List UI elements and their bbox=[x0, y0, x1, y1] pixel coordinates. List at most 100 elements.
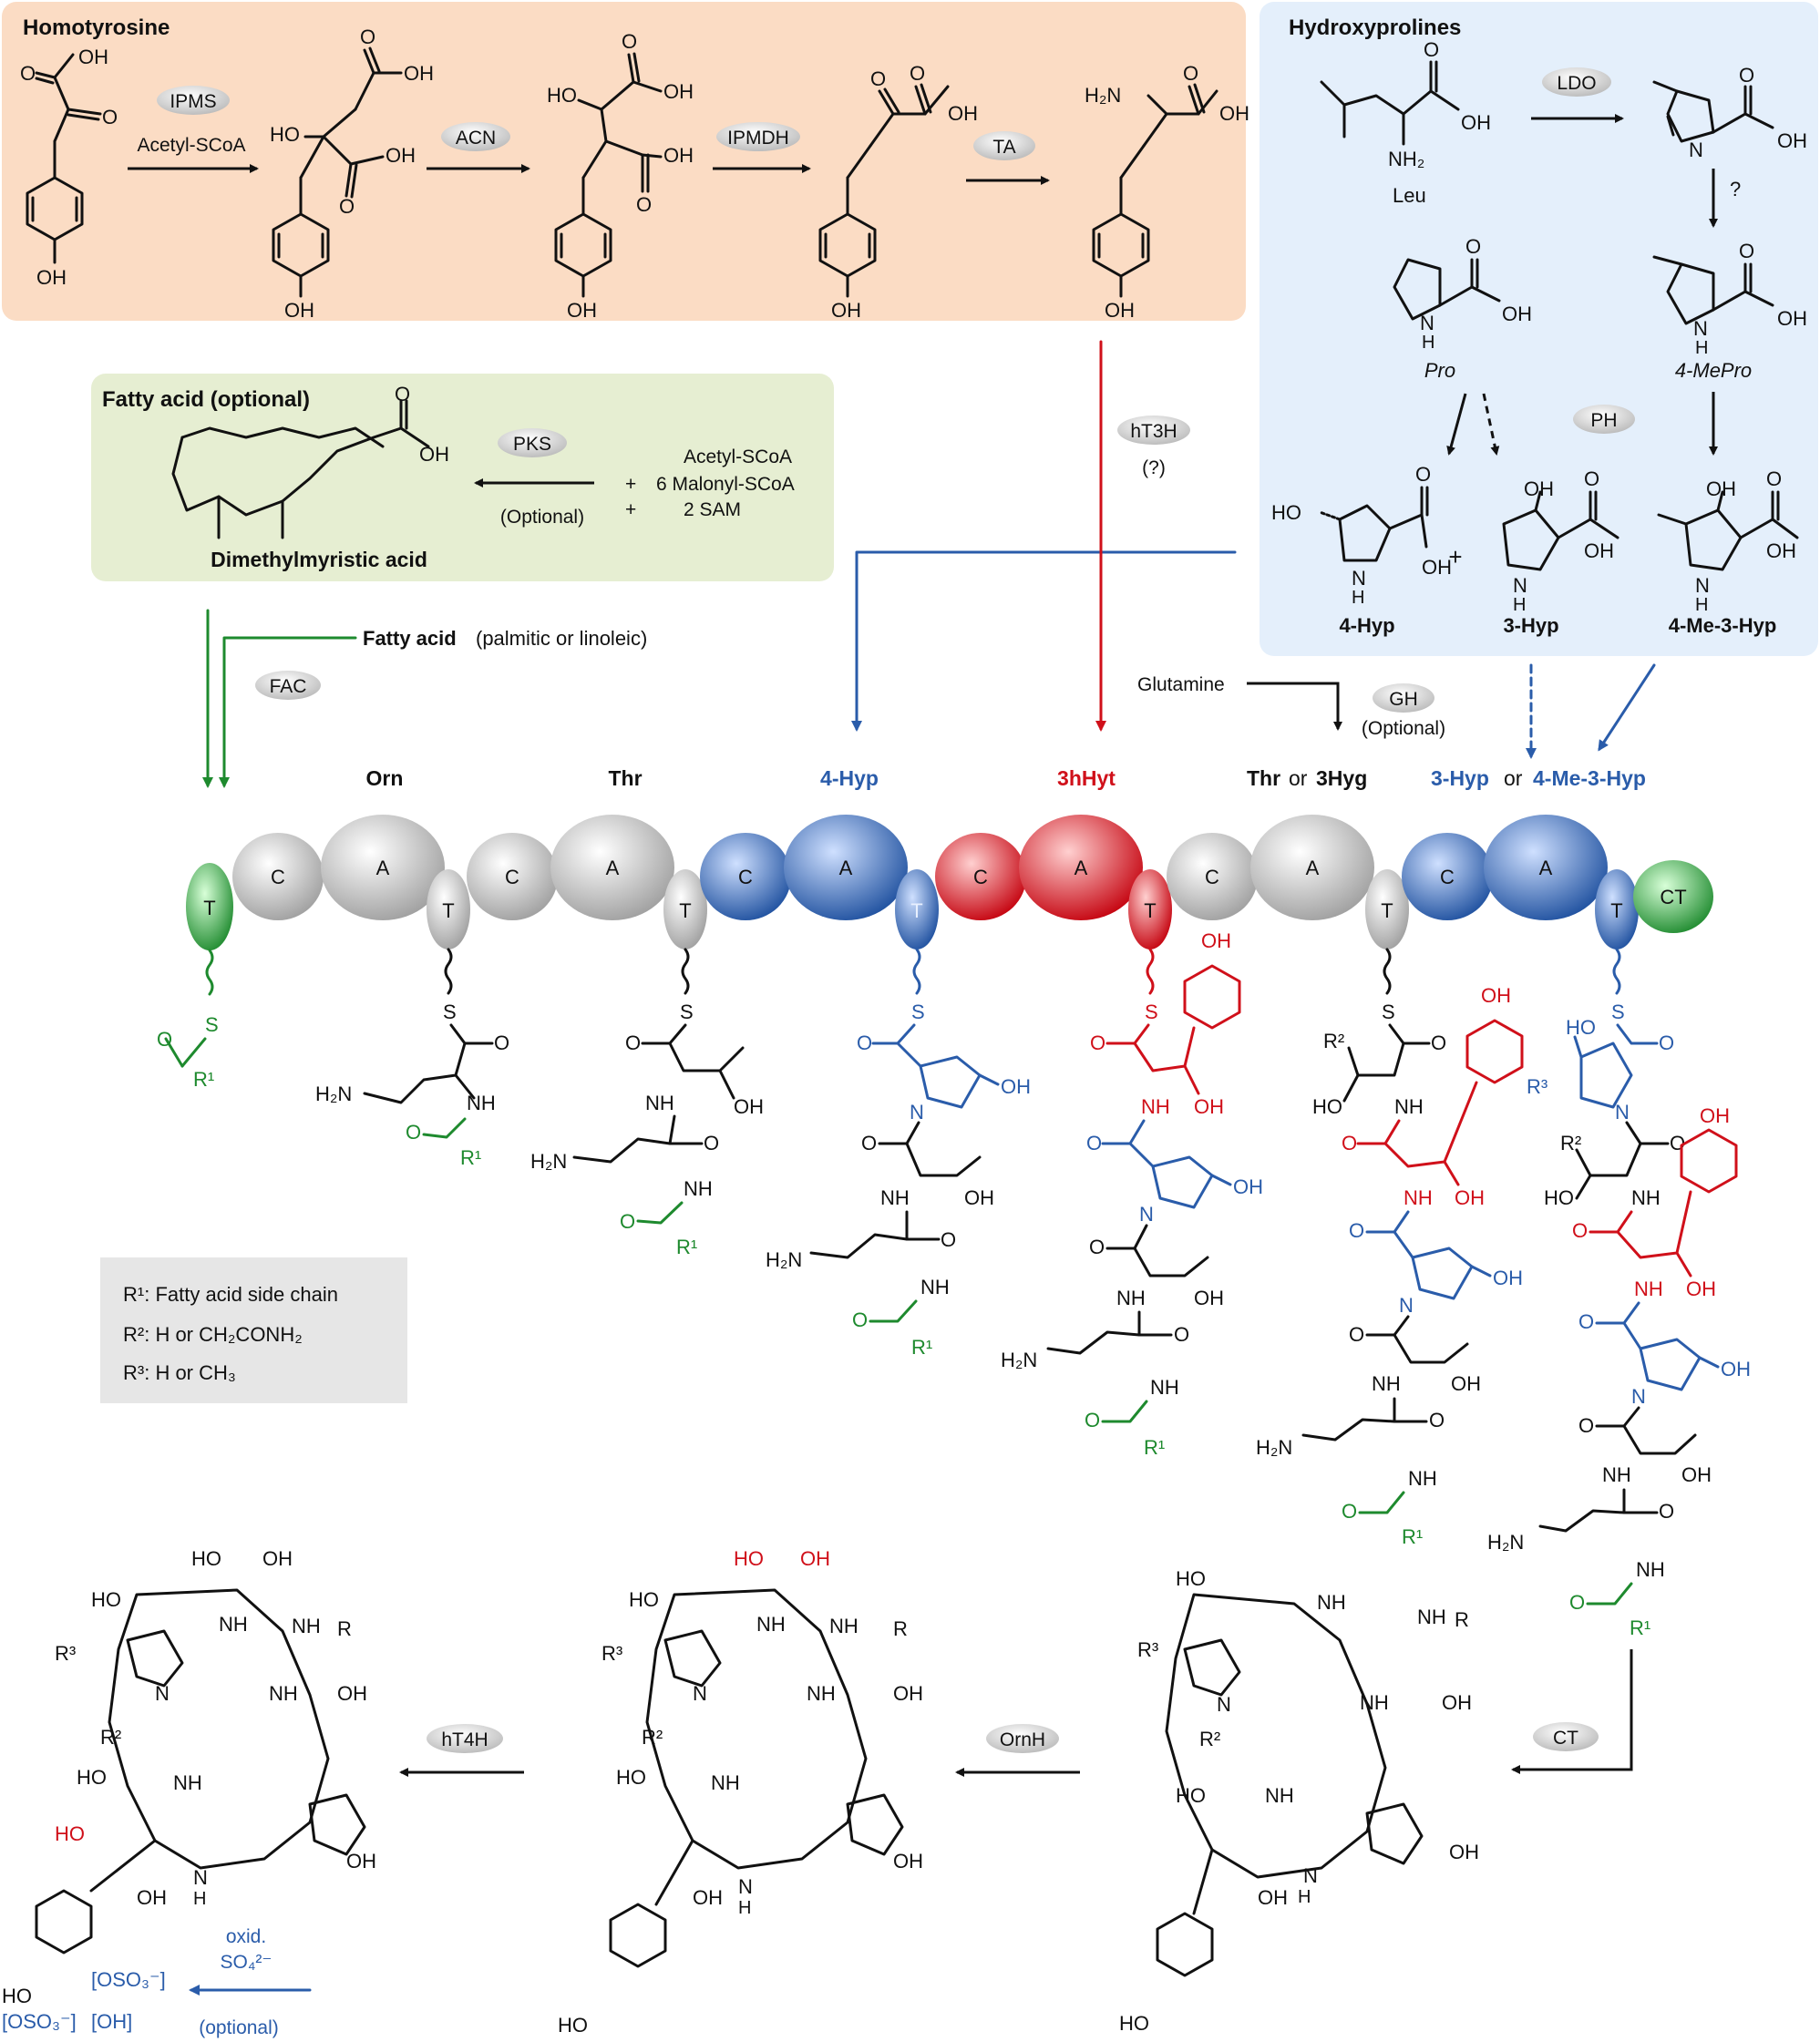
atom-label: N bbox=[1303, 1864, 1318, 1887]
leu-label: Leu bbox=[1393, 184, 1426, 207]
enzyme-badge-ct bbox=[1533, 1722, 1599, 1751]
atom-label: O bbox=[20, 62, 36, 85]
atom-label: HO bbox=[547, 84, 577, 107]
domain-letter: CT bbox=[1660, 886, 1686, 908]
atom-label: R³ bbox=[602, 1642, 622, 1665]
atom-label: NH bbox=[920, 1276, 950, 1298]
atom-label: N bbox=[1399, 1294, 1414, 1317]
atom-label: NH bbox=[1631, 1186, 1661, 1209]
enzyme-badge-ipms bbox=[157, 86, 230, 115]
pks-input-3: 2 SAM bbox=[684, 499, 741, 520]
nrps-assembly-line: T C A T C A T C A T C A T C A T bbox=[186, 815, 1713, 950]
cyclic-product-3: HO HO OH R³ N R² HO NH NH NH R NH OH OH … bbox=[2, 1547, 376, 2033]
atom-label: O bbox=[1659, 1500, 1674, 1523]
module-1-label: Orn bbox=[366, 766, 404, 790]
atom-label: O bbox=[360, 26, 375, 48]
atom-label: NH bbox=[219, 1613, 248, 1636]
atom-label: OH bbox=[964, 1186, 994, 1209]
atom-label: N bbox=[1139, 1203, 1154, 1226]
atom-label: OH bbox=[948, 102, 978, 125]
atom-label: H bbox=[1352, 588, 1364, 608]
fatty-acid-structure: O OH Dimethylmyristic acid bbox=[171, 383, 449, 571]
atom-label: O bbox=[1431, 1031, 1446, 1054]
atom-label: OH bbox=[36, 266, 67, 289]
atom-label: OH bbox=[800, 1547, 830, 1570]
proline-molecule: N H O OH Pro bbox=[1393, 235, 1532, 382]
atom-label: OH bbox=[1766, 539, 1796, 562]
domain-a-2 bbox=[550, 815, 674, 920]
atom-label: NH bbox=[829, 1615, 859, 1637]
atom-label: NH bbox=[1404, 1186, 1433, 1209]
atom-label: OH bbox=[1502, 303, 1532, 325]
atom-label: HO bbox=[1271, 501, 1301, 524]
domain-letter: C bbox=[1205, 866, 1219, 888]
atom-label: HO bbox=[1119, 2012, 1149, 2035]
atom-label: NH bbox=[1372, 1372, 1401, 1395]
atom-label: O bbox=[1739, 240, 1754, 262]
atom-label: HO bbox=[616, 1766, 646, 1789]
atom-label: O bbox=[941, 1228, 956, 1251]
atom-label: HO bbox=[1176, 1567, 1206, 1590]
atom-label: NH bbox=[756, 1613, 786, 1636]
module-2-label: Thr bbox=[608, 766, 642, 790]
atom-label: NH bbox=[1408, 1467, 1437, 1490]
arrow-glutamine bbox=[1247, 682, 1342, 731]
me3hyp-label: 4-Me-3-Hyp bbox=[1669, 614, 1777, 637]
atom-label: OH bbox=[663, 80, 694, 103]
enzyme-ipmdh: IPMDH bbox=[727, 128, 789, 149]
atom-label: OH bbox=[1001, 1075, 1031, 1098]
atom-label: H bbox=[1695, 338, 1708, 358]
atom-label: R¹ bbox=[193, 1068, 214, 1091]
atom-label: NH bbox=[467, 1092, 496, 1114]
atom-label: H₂N bbox=[530, 1150, 567, 1173]
optional-lower-label: (optional) bbox=[199, 2017, 279, 2038]
atom-label: OH bbox=[831, 299, 861, 322]
atom-label: R¹ bbox=[1402, 1525, 1423, 1548]
atom-label: OH bbox=[262, 1547, 293, 1570]
atom-label: N bbox=[1352, 567, 1366, 590]
enzyme-fac: FAC bbox=[270, 676, 307, 697]
domain-letter: T bbox=[1144, 899, 1156, 922]
domain-t-4 bbox=[1128, 869, 1172, 949]
atom-label: O bbox=[1415, 463, 1431, 486]
atom-label: NH bbox=[292, 1615, 321, 1637]
domain-letter: A bbox=[376, 857, 390, 879]
atom-label: O bbox=[406, 1121, 421, 1144]
domain-letter: A bbox=[839, 857, 853, 879]
bond bbox=[164, 1037, 184, 1068]
atom-label: H bbox=[1513, 595, 1526, 615]
pks-input-2: 6 Malonyl-SCoA bbox=[656, 474, 795, 495]
atom-label: O bbox=[1085, 1409, 1100, 1431]
domain-a-3 bbox=[784, 815, 908, 920]
legend-r3: R³: H or CH₃ bbox=[123, 1361, 236, 1384]
atom-label: O bbox=[157, 1028, 172, 1051]
domain-letter: A bbox=[1306, 857, 1320, 879]
domain-letter: C bbox=[271, 866, 285, 888]
ppant-arm bbox=[912, 948, 921, 995]
atom-label: O bbox=[1342, 1500, 1357, 1523]
atom-label: R² bbox=[100, 1726, 121, 1749]
pks-optional: (Optional) bbox=[500, 507, 584, 528]
me3hyp-molecule: OH N H O OH 4-Me-3-Hyp bbox=[1657, 467, 1799, 637]
oxid-label: oxid. bbox=[226, 1926, 266, 1947]
atom-label: N bbox=[738, 1875, 753, 1898]
atom-label: OH bbox=[1451, 1372, 1481, 1395]
atom-label: R² bbox=[1560, 1132, 1581, 1154]
atom-label: H bbox=[193, 1889, 206, 1909]
atom-label: OH bbox=[1686, 1278, 1716, 1300]
atom-label: OH bbox=[663, 144, 694, 167]
atom-label: NH bbox=[269, 1682, 298, 1705]
atom-label: NH bbox=[1417, 1606, 1446, 1628]
atom-label: OH bbox=[1219, 102, 1249, 125]
domain-letter: A bbox=[1075, 857, 1088, 879]
atom-label: NH bbox=[1634, 1278, 1663, 1300]
atom-label: N bbox=[1513, 574, 1527, 597]
legend-box bbox=[100, 1257, 407, 1403]
fatty-acid-panel bbox=[91, 374, 834, 581]
atom-label: HO bbox=[734, 1547, 764, 1570]
atom-label: OH bbox=[1584, 539, 1614, 562]
enzyme-ornh: OrnH bbox=[1000, 1729, 1045, 1750]
hyp4-label: 4-Hyp bbox=[1339, 614, 1394, 637]
atom-label: N bbox=[910, 1101, 924, 1124]
